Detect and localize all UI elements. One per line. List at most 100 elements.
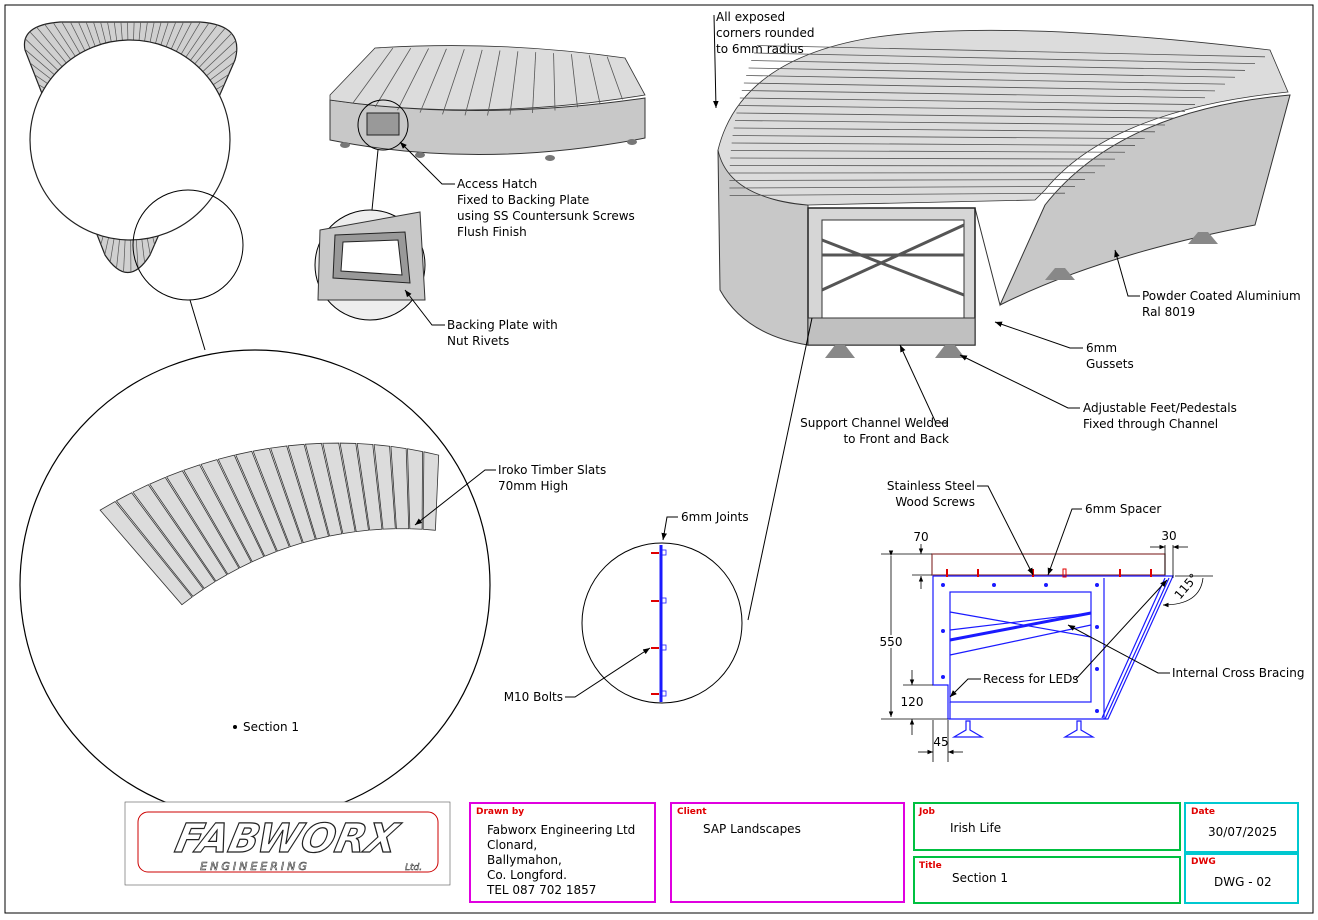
slat-line bbox=[729, 179, 1086, 181]
powder-coated-note: Ral 8019 bbox=[1142, 305, 1195, 319]
slat-line bbox=[532, 52, 537, 114]
detail-callout-circle bbox=[132, 189, 244, 301]
bolts-note: M10 Bolts bbox=[504, 690, 563, 704]
slat-line bbox=[571, 54, 578, 108]
drawn-by-header: Drawn by bbox=[476, 807, 524, 817]
wood-screws-note: Wood Screws bbox=[895, 495, 975, 509]
support-channel-note: Support Channel Welded bbox=[800, 416, 949, 430]
timber-slat bbox=[390, 445, 410, 530]
dim-550: 550 bbox=[880, 635, 903, 649]
drawn-by-line: Fabworx Engineering Ltd bbox=[487, 823, 635, 837]
section-1-detail-circle bbox=[19, 349, 491, 821]
joints-note: 6mm Joints bbox=[681, 510, 749, 524]
drawn-by-line: TEL 087 702 1857 bbox=[486, 883, 596, 897]
slat-line bbox=[606, 56, 623, 100]
company-logo: FABWORX ENGINEERING Ltd. bbox=[124, 801, 451, 886]
access-hatch-note: Flush Finish bbox=[457, 225, 527, 239]
corners-note: to 6mm radius bbox=[716, 42, 804, 56]
slat-line bbox=[553, 53, 556, 111]
slat-line bbox=[464, 49, 483, 116]
date-box bbox=[1184, 802, 1299, 853]
client-value: SAP Landscapes bbox=[703, 822, 801, 836]
dim-angle: 115° bbox=[1172, 571, 1201, 602]
title-block: FABWORX ENGINEERING Ltd. Drawn by Fabwor… bbox=[124, 801, 1299, 904]
wood-screws-note: Stainless Steel bbox=[887, 479, 975, 493]
svg-text:ENGINEERING: ENGINEERING bbox=[200, 860, 310, 873]
job-value: Irish Life bbox=[950, 821, 1001, 835]
client-header: Client bbox=[677, 807, 707, 817]
slat-line bbox=[729, 185, 1076, 189]
slat-line bbox=[487, 50, 501, 116]
timber-slat bbox=[132, 484, 216, 590]
timber-slat bbox=[356, 443, 383, 531]
section-1-label: Section 1 bbox=[243, 720, 299, 734]
timber-slat bbox=[217, 454, 277, 557]
dim-70: 70 bbox=[913, 530, 928, 544]
drawn-by-line: Co. Longford. bbox=[487, 868, 567, 882]
slat-line bbox=[397, 48, 429, 111]
drawn-by-box bbox=[469, 802, 656, 903]
dwg-value: DWG - 02 bbox=[1214, 875, 1272, 889]
slat-line bbox=[734, 120, 1166, 126]
timber-slat bbox=[166, 470, 240, 575]
date-header: Date bbox=[1191, 807, 1215, 817]
timber-slat bbox=[422, 451, 440, 531]
feet-note: Fixed through Channel bbox=[1083, 417, 1218, 431]
title-header: Title bbox=[919, 861, 942, 871]
dimension-lines bbox=[881, 544, 1213, 762]
backing-plate-inset bbox=[314, 209, 426, 321]
timber-slat bbox=[183, 464, 252, 569]
timber-slats-detail bbox=[99, 442, 440, 606]
timber-slat bbox=[373, 444, 396, 530]
slat-line bbox=[588, 55, 601, 104]
gussets-note: 6mm bbox=[1086, 341, 1117, 355]
timber-slat bbox=[200, 459, 265, 563]
slat-line bbox=[741, 90, 1206, 99]
slat-line bbox=[730, 157, 1116, 160]
title-box bbox=[913, 856, 1181, 904]
slat-line bbox=[743, 82, 1216, 92]
backing-plate-note: Backing Plate with bbox=[447, 318, 558, 332]
slat-line bbox=[374, 47, 412, 108]
slat-line bbox=[729, 192, 1066, 196]
dwg-header: DWG bbox=[1191, 857, 1216, 867]
section-drawing bbox=[931, 553, 1174, 738]
slat-line bbox=[732, 135, 1146, 140]
timber-slat bbox=[235, 450, 290, 552]
powder-coated-note: Powder Coated Aluminium bbox=[1142, 289, 1301, 303]
svg-text:Ltd.: Ltd. bbox=[405, 863, 422, 873]
annotations: All exposed corners rounded to 6mm radiu… bbox=[447, 10, 1304, 749]
slat-line bbox=[738, 105, 1186, 112]
job-box bbox=[913, 802, 1181, 851]
timber-slat bbox=[339, 442, 370, 533]
timber-slat bbox=[252, 447, 303, 548]
spacer-note: 6mm Spacer bbox=[1085, 502, 1161, 516]
access-hatch-note: using SS Countersunk Screws bbox=[457, 209, 635, 223]
drawn-by-line: Clonard, bbox=[487, 838, 537, 852]
backing-plate-note: Nut Rivets bbox=[447, 334, 509, 348]
sheet-border bbox=[4, 4, 1314, 914]
large-bench-render bbox=[717, 29, 1291, 358]
svg-text:FABWORX: FABWORX bbox=[171, 814, 404, 861]
timber-slat bbox=[115, 492, 204, 597]
slat-line bbox=[733, 127, 1156, 133]
iroko-note: Iroko Timber Slats bbox=[498, 463, 606, 477]
timber-slat bbox=[407, 448, 423, 530]
access-hatch-note: Access Hatch bbox=[457, 177, 537, 191]
cross-bracing-note: Internal Cross Bracing bbox=[1172, 666, 1304, 680]
slat-line bbox=[736, 112, 1176, 119]
small-bench-render bbox=[329, 45, 646, 211]
client-box bbox=[670, 802, 905, 903]
timber-slat bbox=[270, 445, 316, 544]
dim-30: 30 bbox=[1161, 529, 1176, 543]
gussets-note: Gussets bbox=[1086, 357, 1134, 371]
title-value: Section 1 bbox=[952, 871, 1008, 885]
drawn-by-line: Ballymahon, bbox=[487, 853, 562, 867]
slat-line bbox=[731, 142, 1136, 146]
slat-line bbox=[419, 48, 447, 113]
slat-line bbox=[509, 51, 519, 115]
feet-note: Adjustable Feet/Pedestals bbox=[1083, 401, 1237, 415]
corners-note: All exposed bbox=[716, 10, 785, 24]
job-header: Job bbox=[918, 807, 936, 817]
